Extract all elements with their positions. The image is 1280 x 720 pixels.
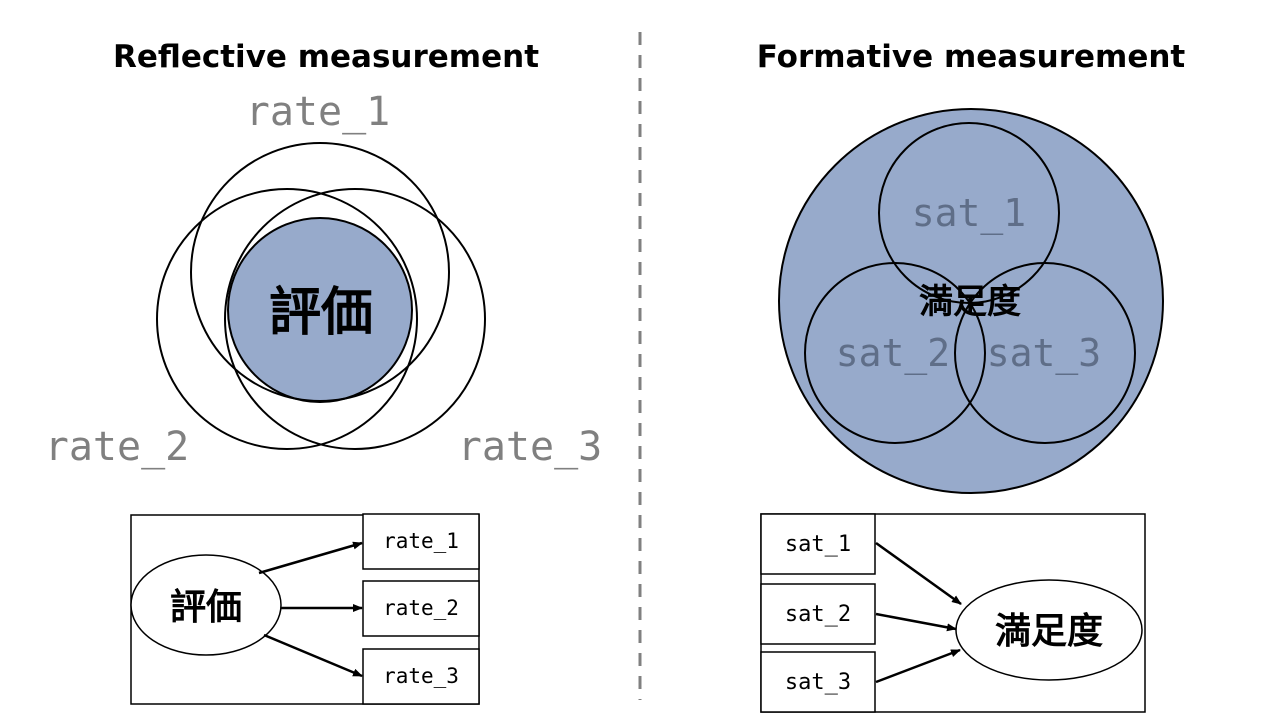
indicator-box-label-rate-2: rate_2 xyxy=(383,596,459,620)
indicator-box-label-sat-3: sat_3 xyxy=(785,670,851,695)
indicator-label-sat-3: sat_3 xyxy=(987,331,1101,376)
indicator-box-rate-1 xyxy=(362,513,480,570)
reflective-venn: 評価 rate_1 rate_2 rate_3 xyxy=(45,89,603,470)
formative-venn: sat_1 sat_2 sat_3 満足度 xyxy=(778,108,1164,494)
indicator-label-sat-1: sat_1 xyxy=(912,191,1026,236)
indicator-box-label-rate-1: rate_1 xyxy=(383,529,459,553)
indicator-box-label-sat-1: sat_1 xyxy=(785,532,851,557)
construct-label-formative: 満足度 xyxy=(919,282,1021,322)
path-arrow-to-rate-1 xyxy=(258,541,363,575)
indicator-box-sat-3 xyxy=(760,651,876,713)
indicator-label-sat-2: sat_2 xyxy=(836,331,950,376)
path-arrow-from-sat-2 xyxy=(875,612,957,632)
path-arrow-to-rate-3 xyxy=(263,633,363,678)
indicator-label-rate-1: rate_1 xyxy=(246,89,391,135)
indicator-circle-rate-2 xyxy=(156,188,418,450)
indicator-circle-rate-3 xyxy=(224,188,486,450)
construct-node-label-reflective: 評価 xyxy=(170,587,242,628)
reflective-path-diagram: 評価 rate_1 rate_2 rate_3 xyxy=(130,513,480,705)
construct-node-label-formative: 満足度 xyxy=(995,611,1103,652)
indicator-circle-sat-3 xyxy=(954,262,1136,444)
path-arrow-from-sat-3 xyxy=(875,648,961,684)
indicator-circle-sat-2 xyxy=(804,262,986,444)
indicator-label-rate-2: rate_2 xyxy=(45,424,190,470)
formative-path-diagram: sat_1 sat_2 sat_3 満足度 xyxy=(760,513,1146,713)
path-arrow-from-sat-1 xyxy=(875,541,962,606)
indicator-box-rate-3 xyxy=(362,648,480,705)
reflective-title: Reflective measurement xyxy=(113,39,539,75)
formative-title: Formative measurement xyxy=(757,39,1186,75)
indicator-label-rate-3: rate_3 xyxy=(458,424,603,470)
construct-label-reflective: 評価 xyxy=(269,283,373,343)
indicator-box-sat-2 xyxy=(760,583,876,645)
indicator-box-sat-1 xyxy=(760,513,876,575)
construct-node-reflective xyxy=(130,554,282,656)
indicator-box-rate-2 xyxy=(362,580,480,637)
indicator-circle-rate-1 xyxy=(190,142,450,402)
indicator-box-label-rate-3: rate_3 xyxy=(383,664,459,688)
indicator-box-label-sat-2: sat_2 xyxy=(785,602,851,627)
